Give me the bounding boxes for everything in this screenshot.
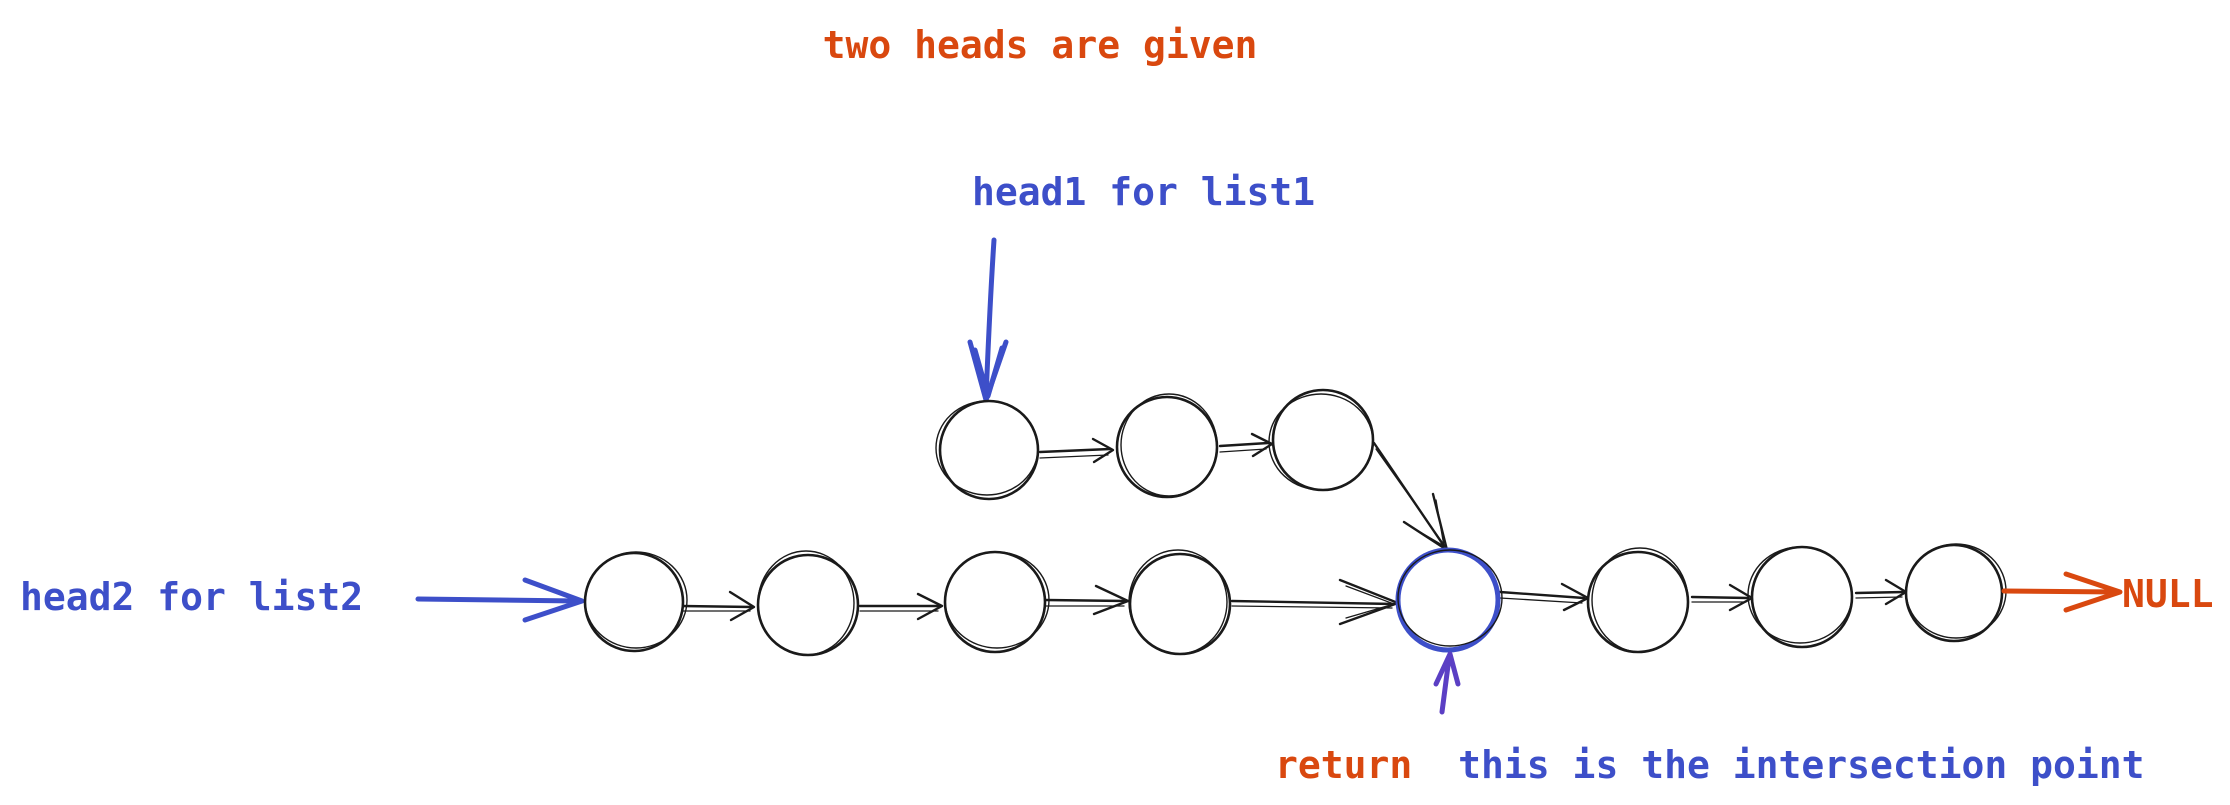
list1-edges bbox=[1038, 432, 1449, 552]
shared-node-3 bbox=[1904, 543, 2007, 643]
head2-pointer-arrow bbox=[415, 577, 585, 623]
head1-pointer-arrow bbox=[967, 237, 1009, 403]
list1-node-2 bbox=[1115, 393, 1219, 499]
null-arrow bbox=[2001, 571, 2123, 613]
diagram-title: two heads are given bbox=[823, 23, 1258, 67]
intersection-pointer-arrow bbox=[1433, 651, 1461, 715]
shared-node-2 bbox=[1747, 545, 1854, 649]
intersection-text: this is the intersection point bbox=[1458, 743, 2144, 787]
list2-node-3 bbox=[943, 550, 1050, 654]
intersection-node bbox=[1395, 547, 1503, 653]
shared-node-1 bbox=[1586, 547, 1690, 654]
list1-node-1 bbox=[935, 399, 1040, 501]
list1-node-3 bbox=[1268, 388, 1375, 492]
intersection-caption: return this is the intersection point bbox=[1275, 743, 2145, 787]
list2-node-4 bbox=[1128, 549, 1232, 656]
return-word: return bbox=[1275, 743, 1412, 787]
null-label: NULL bbox=[2122, 572, 2214, 616]
list2-edges bbox=[680, 578, 1400, 626]
head1-label: head1 for list1 bbox=[972, 170, 1315, 214]
list2-node-1 bbox=[583, 551, 688, 653]
head2-label: head2 for list2 bbox=[20, 575, 363, 619]
list2-node-2 bbox=[756, 550, 860, 657]
